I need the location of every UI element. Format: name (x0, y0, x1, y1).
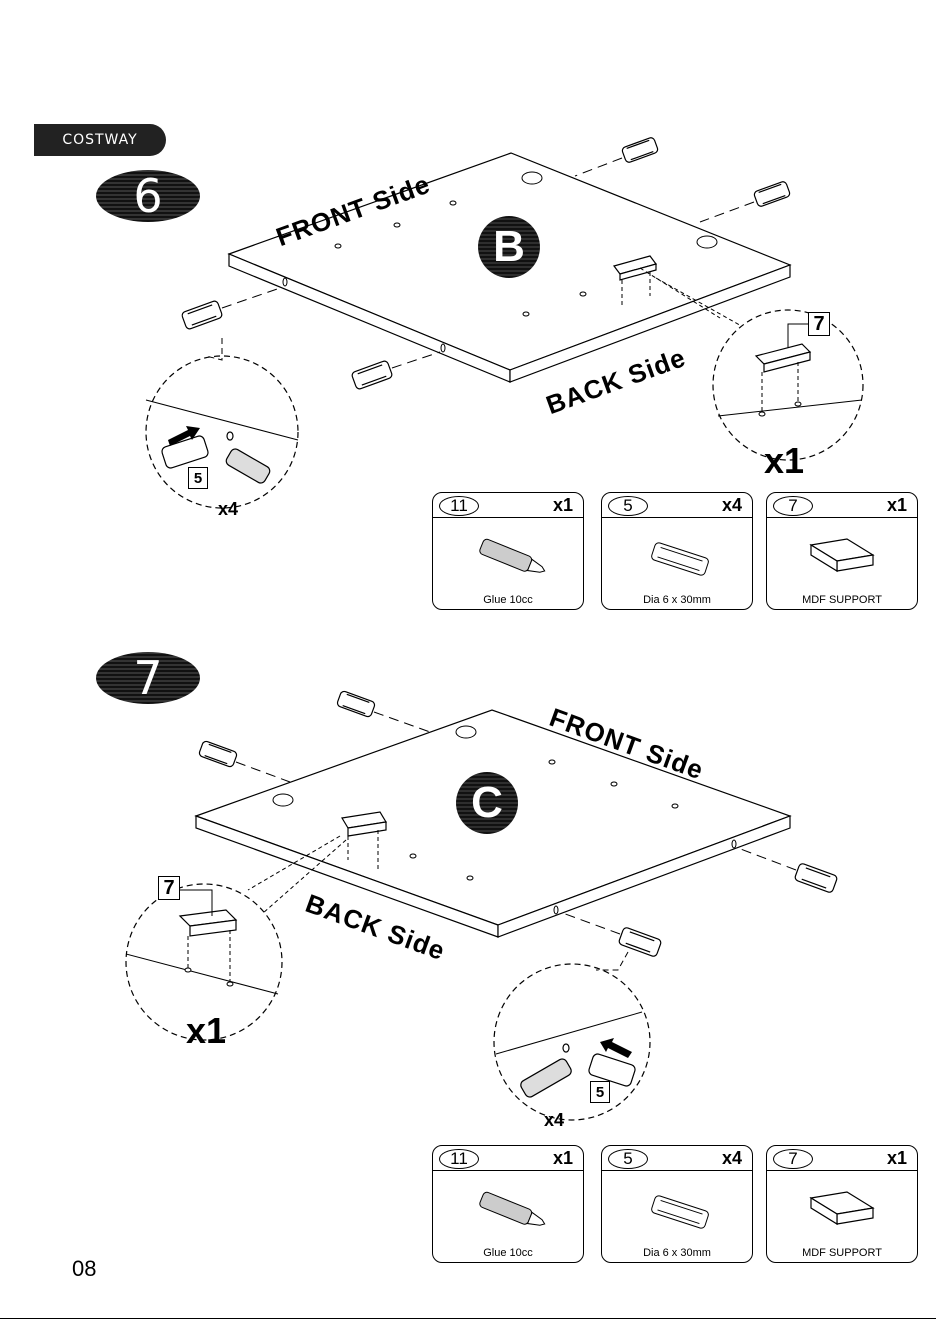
part-name: Glue 10cc (433, 594, 583, 606)
part-number: 5 (608, 496, 648, 516)
part-number: 7 (773, 1149, 813, 1169)
panel-label-c: C (456, 772, 518, 834)
dowel-count: x4 (544, 1110, 564, 1131)
part-name: MDF SUPPORT (767, 594, 917, 606)
part-qty: x1 (553, 1148, 573, 1169)
part-box-dowel: 5 x4 Dia 6 x 30mm (601, 1145, 753, 1263)
step-7-diagram (0, 640, 936, 1140)
footer-divider (0, 1318, 936, 1319)
dowel-count: x4 (218, 499, 238, 520)
part-box-glue: 11 x1 Glue 10cc (432, 1145, 584, 1263)
support-count: x1 (764, 440, 804, 482)
dowel-icon (602, 519, 754, 589)
dowel-part-tag: 5 (590, 1081, 610, 1103)
part-name: MDF SUPPORT (767, 1247, 917, 1259)
part-number: 11 (439, 496, 479, 516)
part-box-glue: 11 x1 Glue 10cc (432, 492, 584, 610)
dowel-part-tag: 5 (188, 467, 208, 489)
glue-tube-icon (433, 1172, 585, 1242)
part-name: Dia 6 x 30mm (602, 594, 752, 606)
support-count: x1 (186, 1010, 226, 1052)
panel-label-b: B (478, 216, 540, 278)
part-name: Dia 6 x 30mm (602, 1247, 752, 1259)
part-box-mdf-support: 7 x1 MDF SUPPORT (766, 492, 918, 610)
part-number: 7 (773, 496, 813, 516)
support-part-tag: 7 (158, 876, 180, 900)
part-qty: x1 (553, 495, 573, 516)
mdf-support-icon (767, 519, 919, 589)
part-box-dowel: 5 x4 Dia 6 x 30mm (601, 492, 753, 610)
part-qty: x4 (722, 1148, 742, 1169)
part-number: 11 (439, 1149, 479, 1169)
glue-tube-icon (433, 519, 585, 589)
part-qty: x1 (887, 495, 907, 516)
part-qty: x1 (887, 1148, 907, 1169)
part-qty: x4 (722, 495, 742, 516)
page-number: 08 (72, 1256, 96, 1282)
part-box-mdf-support: 7 x1 MDF SUPPORT (766, 1145, 918, 1263)
part-number: 5 (608, 1149, 648, 1169)
support-part-tag: 7 (808, 312, 830, 336)
mdf-support-icon (767, 1172, 919, 1242)
part-name: Glue 10cc (433, 1247, 583, 1259)
dowel-icon (602, 1172, 754, 1242)
